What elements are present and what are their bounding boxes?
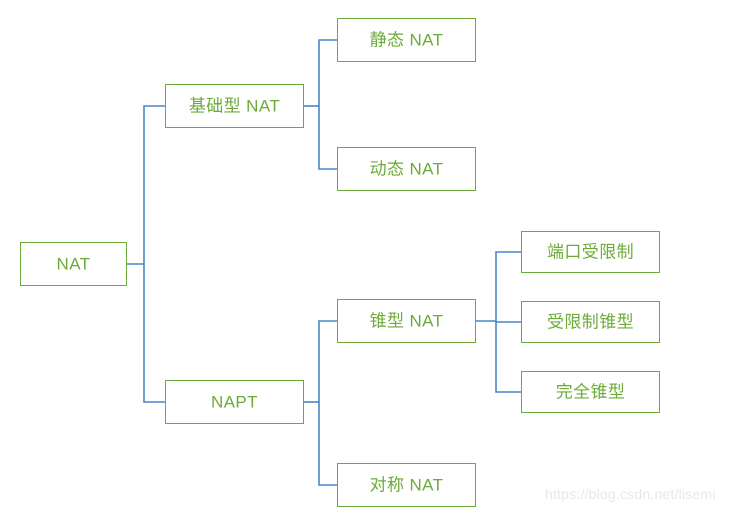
node-symmetric-nat[interactable]: 对称 NAT [337, 463, 476, 507]
connector-nat-to-basic [143, 105, 165, 264]
node-full-cone[interactable]: 完全锥型 [521, 371, 660, 413]
connector-nat-to-napt [143, 264, 165, 403]
node-label-napt: NAPT [211, 392, 258, 411]
connector-cone-to-restricted-cone [495, 321, 521, 323]
connector-napt-to-symmetric [318, 402, 337, 486]
watermark-text: https://blog.csdn.net/lisemi [545, 486, 716, 502]
node-static-nat[interactable]: 静态 NAT [337, 18, 476, 62]
node-label-static-nat: 静态 NAT [369, 30, 444, 49]
connector-basic-to-dynamic [318, 106, 337, 170]
node-nat[interactable]: NAT [20, 242, 127, 286]
node-label-full-cone: 完全锥型 [555, 382, 626, 401]
node-cone-nat[interactable]: 锥型 NAT [337, 299, 476, 343]
node-label-nat: NAT [56, 254, 91, 273]
node-port-restricted[interactable]: 端口受限制 [521, 231, 660, 273]
node-basic-nat[interactable]: 基础型 NAT [165, 84, 304, 128]
node-label-cone-nat: 锥型 NAT [369, 311, 444, 330]
node-napt[interactable]: NAPT [165, 380, 304, 424]
node-restricted-cone[interactable]: 受限制锥型 [521, 301, 660, 343]
node-label-dynamic-nat: 动态 NAT [369, 159, 444, 178]
connector-napt-to-cone [318, 320, 337, 402]
node-label-basic-nat: 基础型 NAT [188, 96, 281, 115]
node-label-restricted-cone: 受限制锥型 [547, 312, 634, 331]
node-label-port-restricted: 端口受限制 [547, 242, 634, 261]
node-label-symmetric-nat: 对称 NAT [369, 475, 444, 494]
node-dynamic-nat[interactable]: 动态 NAT [337, 147, 476, 191]
connector-basic-to-static [318, 39, 337, 106]
connector-cone-to-full-cone [495, 321, 521, 393]
connector-cone-to-port-restricted [495, 251, 521, 321]
